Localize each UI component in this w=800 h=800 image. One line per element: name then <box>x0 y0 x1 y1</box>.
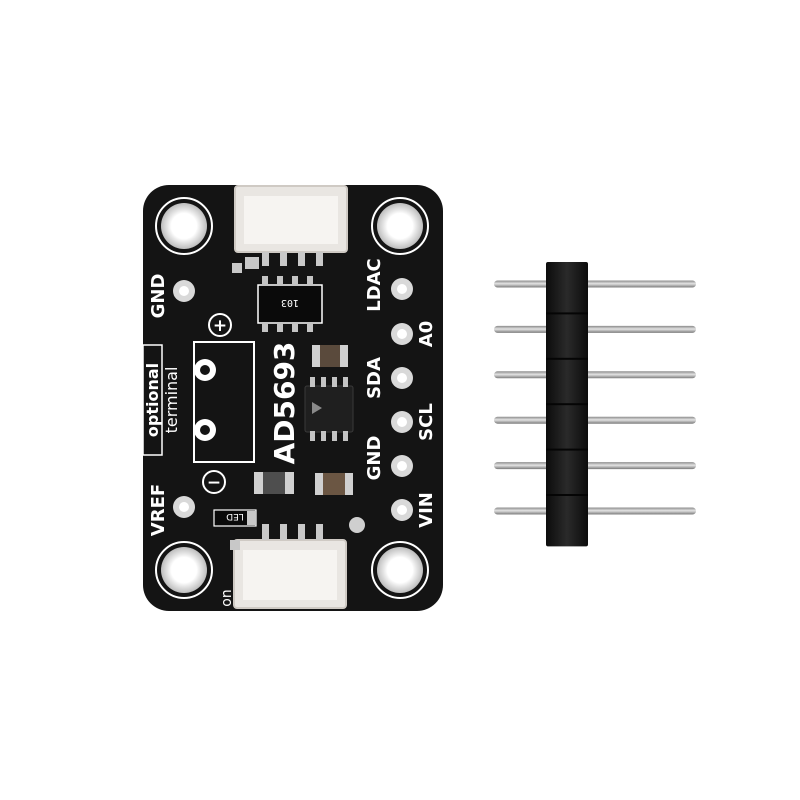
mounting-hole-icon <box>155 541 213 599</box>
header-body-divider <box>546 448 588 451</box>
header-pin <box>494 416 696 424</box>
label-ldac: LDAC <box>364 258 385 312</box>
header-pin <box>494 507 696 515</box>
chip-name-label: AD5693 <box>268 342 301 465</box>
label-terminal: terminal <box>162 367 181 434</box>
pcb <box>143 185 443 611</box>
terminal-note: optional terminal <box>142 344 181 456</box>
smd-pad <box>232 263 242 273</box>
header-body-divider <box>546 312 588 315</box>
label-switch-on: on <box>219 589 235 606</box>
capacitor <box>315 473 353 495</box>
smd-pad <box>245 257 259 269</box>
mounting-hole-icon <box>371 197 429 255</box>
mounting-hole-icon <box>371 541 429 599</box>
label-a0: A0 <box>416 321 437 347</box>
label-optional: optional <box>143 363 162 437</box>
jst-connector-icon <box>234 185 348 266</box>
jst-connector-icon <box>233 524 347 609</box>
capacitor <box>312 345 348 367</box>
header-pin <box>494 325 696 333</box>
header-pin <box>494 371 696 379</box>
header-pin <box>494 462 696 470</box>
breakout-board: 103 <box>142 185 443 611</box>
resistor-network: 103 <box>257 276 323 332</box>
dac-chip <box>304 377 354 441</box>
label-gnd-left: GND <box>148 274 169 319</box>
plus-icon: + <box>208 313 232 337</box>
pad <box>179 502 189 512</box>
plus-symbol: + <box>213 316 227 336</box>
capacitor <box>254 472 294 494</box>
right-header-pads <box>391 278 413 521</box>
label-scl: SCL <box>416 403 437 441</box>
pad <box>179 286 189 296</box>
led-pad <box>247 511 256 525</box>
mounting-hole-icon <box>155 197 213 255</box>
left-header-pads <box>173 280 195 518</box>
minus-symbol: − <box>207 473 221 493</box>
label-vin: VIN <box>416 492 437 528</box>
header-body-divider <box>546 357 588 360</box>
header-pin <box>494 280 696 288</box>
label-sda: SDA <box>364 357 385 399</box>
label-vref: VREF <box>148 484 169 536</box>
via <box>349 517 365 533</box>
header-body-divider <box>546 403 588 406</box>
smd-pad <box>230 540 240 550</box>
minus-icon: − <box>202 470 226 494</box>
header-body-divider <box>546 494 588 496</box>
led-label: LED <box>226 511 244 521</box>
resistor-marking: 103 <box>281 297 299 308</box>
label-gnd-right: GND <box>364 436 385 481</box>
chip-logo-icon <box>312 402 322 414</box>
pin-header <box>494 262 696 547</box>
terminal-block-outline <box>193 341 255 463</box>
